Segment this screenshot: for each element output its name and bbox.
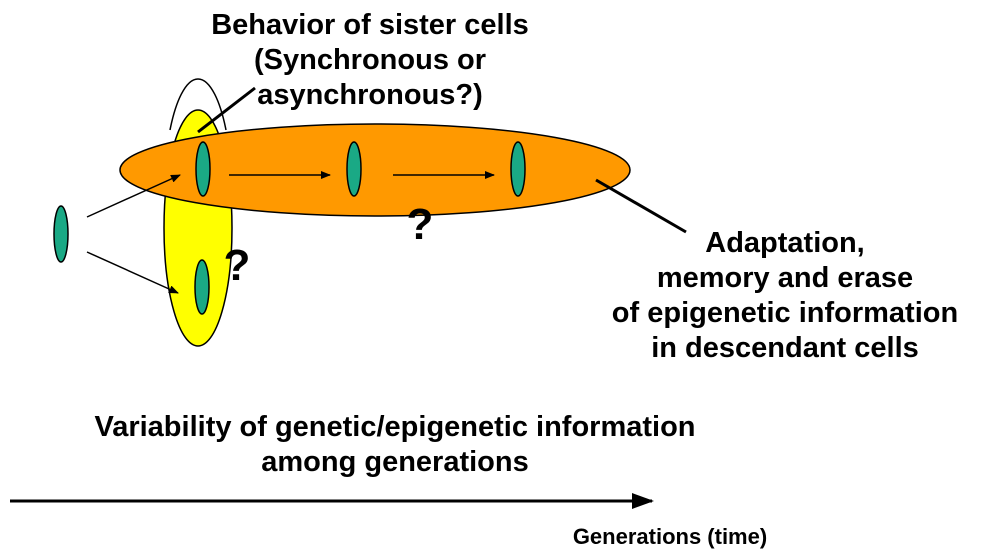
adaptation-label-line3: of epigenetic information [611,297,959,329]
descendant-cell-2 [346,141,362,197]
question-mark-yellow: ? [223,241,251,290]
variability-label-line1: Variability of genetic/epigenetic inform… [94,411,696,443]
parent-cell [53,205,69,263]
descendant-cell-3 [510,141,526,197]
variability-label: Variability of genetic/epigenetic inform… [10,410,780,480]
division-arrow-bottom [86,251,179,294]
variability-label-line2: among generations [261,446,529,478]
daughter-cell-bottom [194,259,210,315]
daughter-cell-top [195,141,211,197]
generations-time-label: Generations (time) [572,524,768,549]
sister-cells-title: Behavior of sister cells (Synchronous or… [140,8,600,113]
sister-cells-title-line1: Behavior of sister cells [211,9,529,41]
adaptation-label: Adaptation, memory and erase of epigenet… [575,226,995,366]
adaptation-callout-line [595,178,687,234]
sister-cells-ellipse-top-outline [169,78,227,131]
question-mark-orange: ? [406,200,434,249]
adaptation-label-line4: in descendant cells [651,332,919,364]
sister-callout-line [197,86,256,134]
sister-cells-title-line2: (Synchronous or asynchronous?) [253,44,486,111]
adaptation-label-line1: Adaptation, [705,227,865,259]
division-arrow-top [86,174,181,218]
adaptation-label-line2: memory and erase [656,262,914,294]
descendant-cells-ellipse [119,123,631,217]
